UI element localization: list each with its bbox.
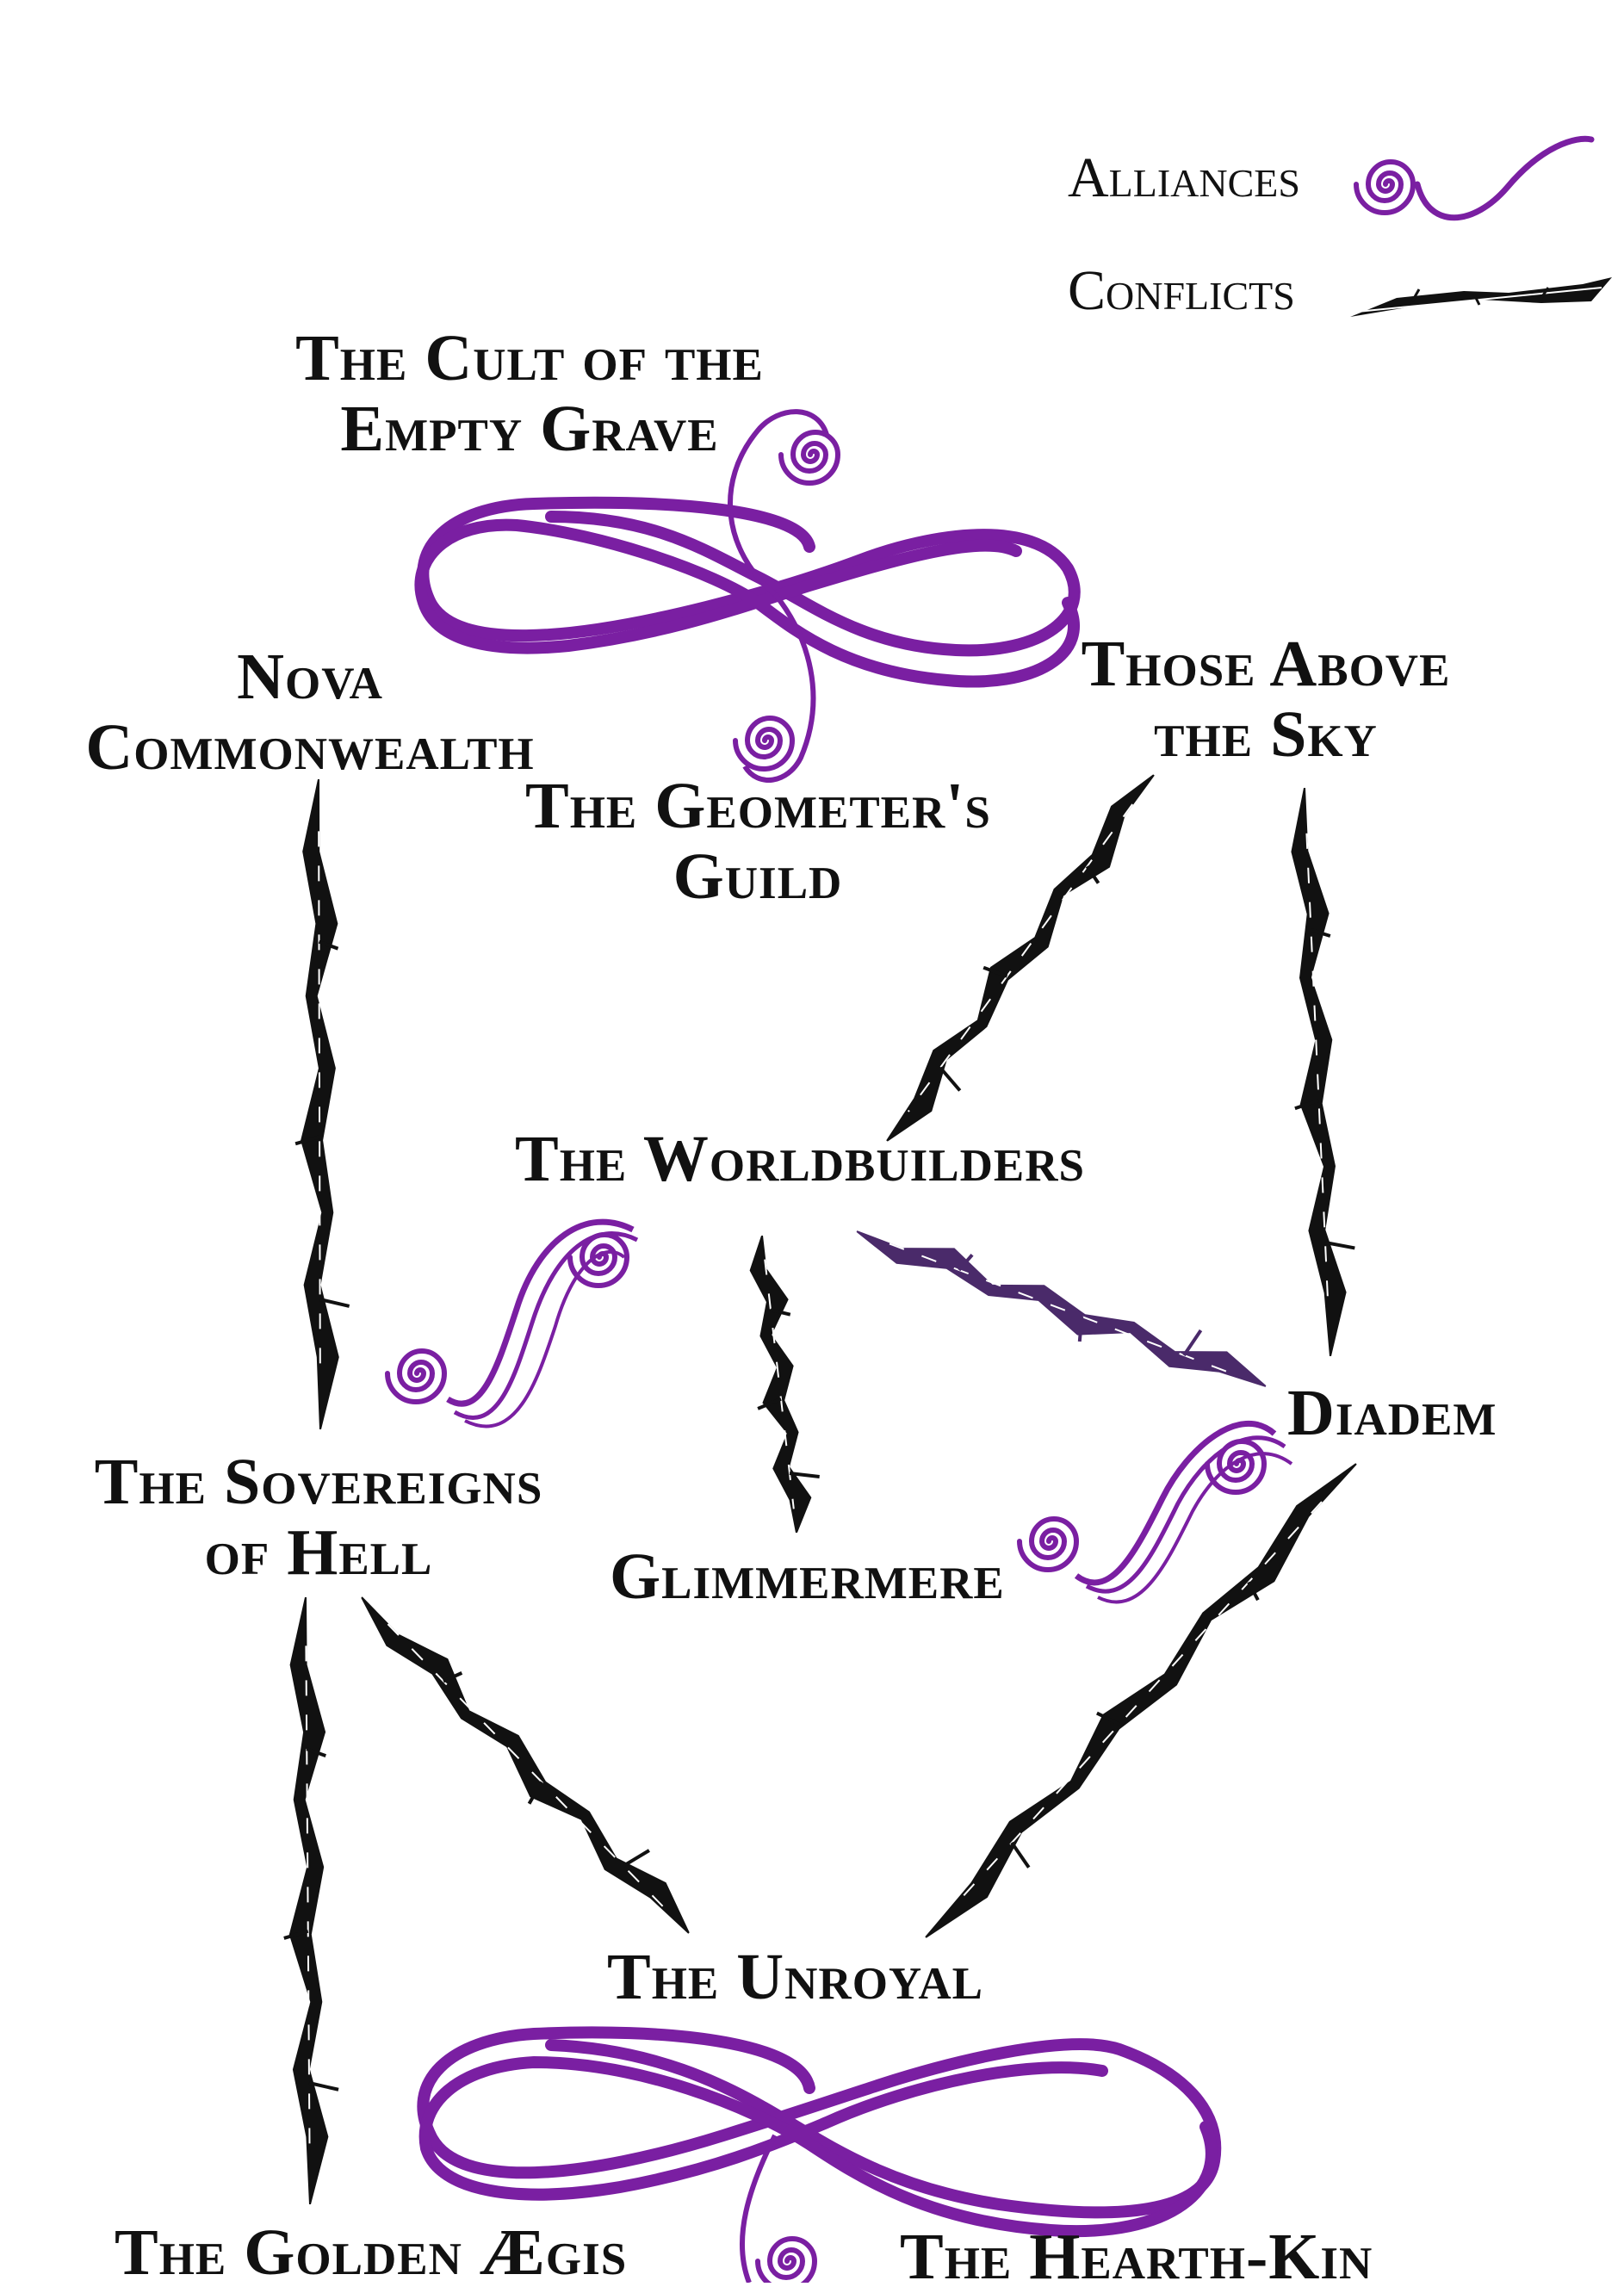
conflict-sovereigns-golden-aegis-spur (306, 1747, 326, 1757)
conflict-sovereigns-unroyal-spur (443, 1671, 463, 1683)
conflict-those-above-worldbuilders-spur (982, 965, 1008, 978)
conflict-worldbuilders-diadem-spur (958, 1253, 974, 1272)
alliance-knot-bottom (417, 2026, 1222, 2283)
conflict-sovereigns-unroyal-spur (527, 1781, 543, 1805)
conflict-nova-sovereigns-spur (318, 939, 339, 951)
conflict-worldbuilders-glimmermere-highlight (764, 1259, 795, 1509)
conflict-diadem-unroyal-spur (1096, 1711, 1120, 1726)
conflict-those-above-diadem (1291, 788, 1347, 1356)
conflict-those-above-worldbuilders-spur (1085, 865, 1100, 884)
conflict-sovereigns-golden-aegis-spur (283, 1929, 309, 1940)
conflict-sovereigns-unroyal (361, 1596, 690, 1934)
conflict-diadem-unroyal-highlight (959, 1501, 1323, 1900)
conflict-those-above-worldbuilders-spur (939, 1066, 962, 1092)
faction-the-worldbuilders: The Worldbuilders (515, 1123, 1085, 1195)
conflict-sovereigns-golden-aegis-highlight (305, 1645, 311, 2156)
conflict-worldbuilders-glimmermere-spur (757, 1397, 782, 1410)
faction-hearth-kin: The Hearth-Kin (900, 2221, 1373, 2293)
conflict-nova-sovereigns-spur (319, 1298, 350, 1308)
faction-geometers-guild: The Geometer's Guild (525, 770, 991, 913)
conflict-those-above-worldbuilders-highlight (907, 803, 1134, 1112)
conflict-worldbuilders-glimmermere (749, 1235, 812, 1534)
legend-conflict-jag-icon (1350, 277, 1612, 317)
conflict-worldbuilders-diadem-spur (1077, 1316, 1084, 1342)
faction-cult-of-the-empty-grave: The Cult of the Empty Grave (295, 322, 764, 465)
faction-sovereigns-of-hell: The Sovereigns of Hell (94, 1446, 543, 1589)
conflict-those-above-diadem-highlight (1305, 833, 1330, 1311)
faction-glimmermere: Glimmermere (610, 1540, 1005, 1613)
conflict-nova-sovereigns-highlight (318, 831, 321, 1378)
alliance-knot-top (414, 409, 1081, 783)
conflict-diadem-unroyal-spur (1010, 1841, 1031, 1868)
conflict-those-above-diadem-spur (1324, 1241, 1355, 1250)
faction-those-above-the-sky: Those Above the Sky (1081, 628, 1451, 771)
legend-alliance-swirl-icon (1356, 135, 1595, 221)
faction-golden-aegis: The Golden Ægis (115, 2216, 628, 2289)
conflict-nova-sovereigns-spur (294, 1135, 320, 1146)
conflict-sovereigns-golden-aegis (288, 1597, 329, 2204)
conflict-worldbuilders-glimmermere-spur (789, 1472, 820, 1479)
conflict-worldbuilders-diadem-highlight (889, 1243, 1234, 1375)
conflict-those-above-diadem-spur (1310, 928, 1331, 938)
conflict-sovereigns-unroyal-spur (622, 1849, 650, 1868)
legend-alliances-label: Alliances (1068, 146, 1300, 209)
conflict-lines (283, 774, 1357, 2204)
legend-conflicts-label: Conflicts (1068, 259, 1295, 322)
alliance-swirl-glimmermere-diadem (1020, 1421, 1293, 1604)
conflict-diadem-unroyal-spur (1247, 1581, 1260, 1602)
faction-the-unroyal: The Unroyal (607, 1941, 983, 2013)
conflict-nova-sovereigns (301, 779, 339, 1429)
conflict-those-above-diadem-spur (1294, 1099, 1320, 1111)
conflict-worldbuilders-glimmermere-spur (770, 1308, 791, 1317)
faction-diadem: Diadem (1287, 1377, 1497, 1449)
faction-nova-commonwealth: Nova Commonwealth (85, 641, 535, 784)
alliance-swirl-sovereigns-worldbuilders (387, 1218, 639, 1428)
conflict-worldbuilders-diadem-spur (1182, 1329, 1203, 1357)
conflict-sovereigns-golden-aegis-spur (308, 2081, 339, 2092)
